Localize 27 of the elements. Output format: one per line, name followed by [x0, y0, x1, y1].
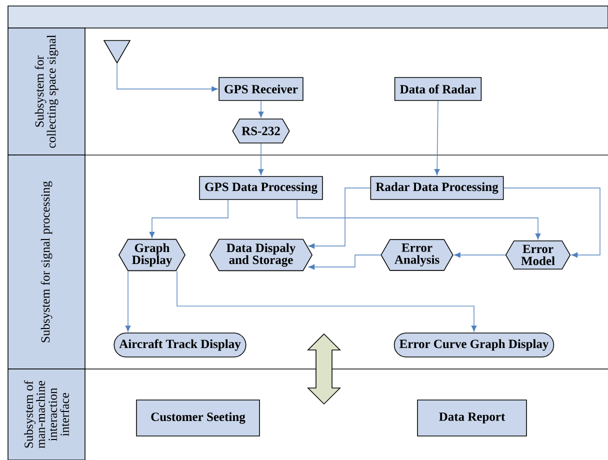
hexagon-box: Error Analysis — [380, 239, 454, 271]
hexagon-box: RS-232 — [232, 118, 290, 144]
arrow — [308, 254, 381, 270]
process-box: Data Report — [417, 400, 527, 436]
terminal-box: Error Curve Graph Display — [394, 332, 554, 358]
process-box: Data of Radar — [394, 77, 482, 101]
lane-header: Subsystem of man-machine interaction interface — [8, 368, 86, 460]
process-box: GPS Data Processing — [199, 176, 323, 200]
arrow — [454, 252, 506, 258]
arrow — [503, 188, 600, 258]
arrow — [125, 270, 131, 332]
arrow — [434, 100, 440, 176]
lane-header: Subsystem for collecting space signal — [8, 28, 86, 156]
hexagon-box: Graph Display — [118, 238, 186, 272]
process-box: GPS Receiver — [218, 77, 304, 101]
arrow — [258, 100, 264, 118]
process-box: Radar Data Processing — [370, 176, 504, 200]
terminal-box: Aircraft Track Display — [114, 332, 246, 358]
arrow — [296, 200, 541, 240]
arrow — [116, 63, 218, 92]
arrow — [149, 200, 228, 238]
hexagon-box: Data Dispaly and Storage — [209, 238, 313, 272]
arrow — [258, 143, 264, 176]
arrow — [176, 270, 477, 332]
process-box: Customer Seeting — [136, 400, 260, 436]
arrow — [308, 188, 371, 249]
hexagon-box: Error Model — [505, 240, 571, 270]
